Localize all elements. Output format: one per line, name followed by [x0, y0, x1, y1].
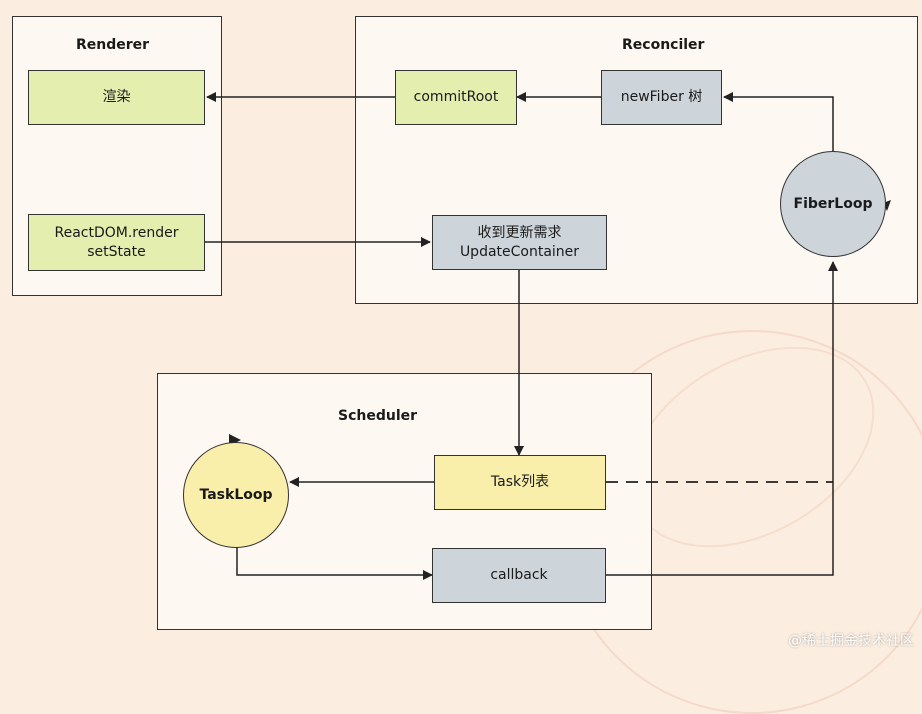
- reconciler-title: Reconciler: [622, 37, 705, 53]
- task-list-node: Task列表: [434, 455, 606, 510]
- callback-node: callback: [432, 548, 606, 603]
- render-paint-node: 渲染: [28, 70, 205, 125]
- commit-root-node: commitRoot: [395, 70, 517, 125]
- edge-callback-to-fiberloop: [606, 261, 838, 576]
- react-dom-render-node: ReactDOM.render setState: [28, 214, 205, 271]
- commit-root-label: commitRoot: [413, 89, 499, 106]
- set-state-label: setState: [87, 243, 146, 260]
- fiber-loop-node: FiberLoop: [780, 151, 886, 257]
- update-container-node: 收到更新需求 UpdateContainer: [432, 215, 607, 270]
- update-request-label: 收到更新需求: [477, 224, 562, 241]
- callback-label: callback: [490, 567, 548, 584]
- task-list-label: Task列表: [490, 474, 550, 491]
- update-container-label: UpdateContainer: [459, 243, 580, 260]
- scheduler-title: Scheduler: [338, 408, 418, 424]
- new-fiber-tree-label: newFiber 树: [620, 89, 703, 106]
- task-loop-node: TaskLoop: [183, 442, 289, 548]
- fiber-loop-label: FiberLoop: [793, 196, 873, 212]
- task-loop-label: TaskLoop: [199, 487, 273, 503]
- edge-taskloop-to-callback: [236, 546, 433, 580]
- render-paint-label: 渲染: [102, 89, 131, 106]
- edge-fiberloop-to-newfiber: [723, 92, 834, 151]
- react-dom-render-label: ReactDOM.render: [54, 224, 179, 241]
- renderer-title: Renderer: [76, 37, 150, 53]
- diagram-edges: [204, 92, 891, 580]
- new-fiber-tree-node: newFiber 树: [601, 70, 722, 125]
- source-watermark: @稀土掘金技术社区: [788, 633, 914, 649]
